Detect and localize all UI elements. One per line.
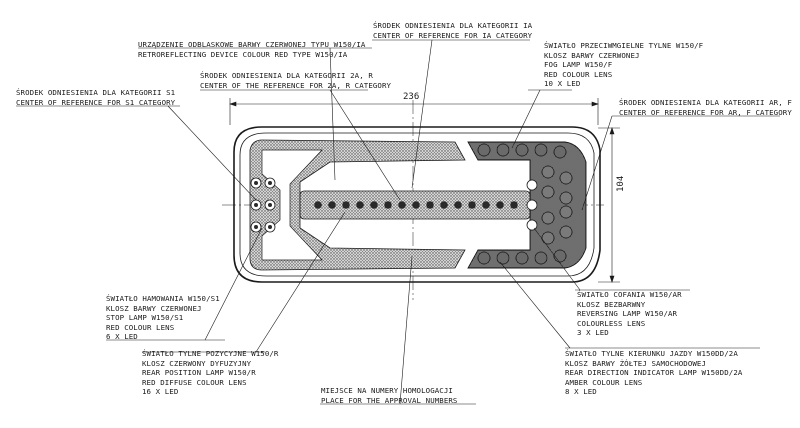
label-ar-center-pl: ŚRODEK ODNIESIENIA DLA KATEGORII AR, F <box>619 98 792 107</box>
label-retroreflector: URZĄDZENIE ODBLASKOWE BARWY CZERWONEJ TY… <box>138 40 365 59</box>
height-dimension: 104 <box>616 175 626 192</box>
label-s1-center: ŚRODEK ODNIESIENIA DLA KATEGORII S1 CENT… <box>16 88 175 107</box>
label-position-l2: KLOSZ CZERWONY DYFUZYJNY <box>142 358 252 368</box>
label-stop-l1: ŚWIATŁO HAMOWANIA W150/S1 <box>106 294 220 303</box>
label-r-center-pl: ŚRODEK ODNIESIENIA DLA KATEGORII 2a, R <box>200 71 373 80</box>
indicator-lens <box>467 141 587 269</box>
label-fog-l1: ŚWIATŁO PRZECIWMGIELNE TYLNE W150/F <box>544 41 704 50</box>
label-indicator-l3: REAR DIRECTION INDICATOR LAMP W150DD/2a <box>565 368 743 378</box>
label-stop-l5: 6 x LED <box>106 332 138 342</box>
label-indicator-lamp: ŚWIATŁO TYLNE KIERUNKU JAZDY W150DD/2a K… <box>565 349 742 397</box>
label-indicator-l2: KLOSZ BARWY ŻÓŁTEJ SAMOCHODOWEJ <box>565 358 707 368</box>
label-stop-lamp: ŚWIATŁO HAMOWANIA W150/S1 KLOSZ BARWY CZ… <box>106 294 220 342</box>
label-fog-l3: FOG LAMP W150/F <box>544 60 613 70</box>
label-ar-center-en: CENTER OF REFERENCE FOR AR, F CATEGORY <box>619 107 792 117</box>
label-s1-center-en: CENTER OF REFERENCE FOR S1 CATEGORY <box>16 97 176 107</box>
reversing-leds <box>526 179 538 231</box>
left-lens <box>249 139 466 271</box>
stop-leds <box>250 177 276 233</box>
label-reversing-lamp: ŚWIATŁO COFANIA W150/AR KLOSZ BEZBARWNY … <box>577 290 682 338</box>
label-ia-center: Środek odniesienia dla kategorii IA CENT… <box>373 21 532 40</box>
label-reverse-l2: KLOSZ BEZBARWNY <box>577 299 646 309</box>
label-r-center: ŚRODEK ODNIESIENIA DLA KATEGORII 2a, R C… <box>200 71 391 90</box>
label-r-center-en: CENTER OF THE REFERENCE FOR 2a, R CATEGO… <box>200 80 392 90</box>
leader-lines <box>16 39 780 405</box>
position-leds <box>314 201 518 209</box>
label-ia-center-en: CENTER OF REFERENCE FOR IA CATEGORY <box>373 30 533 40</box>
label-homolog-en: PLACE FOR THE APPROVAL NUMBERS <box>321 395 458 405</box>
label-position-l3: REAR POSITION LAMP W150/R <box>142 368 256 378</box>
label-reverse-l5: 3 x LED <box>577 328 609 338</box>
label-position-l4: RED DIFFUSE COLOUR LENS <box>142 377 247 387</box>
dimension-lines <box>229 98 620 283</box>
label-indicator-l4: AMBER COLOUR LENS <box>565 377 643 387</box>
label-reverse-l3: REVERSING LAMP W150/AR <box>577 309 678 319</box>
label-fog-l4: RED COLOUR LENS <box>544 69 613 79</box>
label-retro-pl: URZĄDZENIE ODBLASKOWE BARWY CZERWONEJ TY… <box>138 40 366 49</box>
label-position-l5: 16 x LED <box>142 387 179 397</box>
label-indicator-l1: ŚWIATŁO TYLNE KIERUNKU JAZDY W150DD/2a <box>565 349 738 358</box>
label-position-lamp: ŚWIATŁO TYLNE POZYCYJNE W150/R KLOSZ CZE… <box>142 349 279 397</box>
width-dimension: 236 <box>403 92 420 102</box>
label-stop-l4: RED COLOUR LENS <box>106 322 175 332</box>
label-reverse-l1: ŚWIATŁO COFANIA W150/AR <box>577 290 682 299</box>
label-s1-center-pl: ŚRODEK ODNIESIENIA DLA KATEGORII S1 <box>16 88 176 97</box>
label-stop-l3: STOP LAMP W150/S1 <box>106 313 184 323</box>
label-fog-lamp: ŚWIATŁO PRZECIWMGIELNE TYLNE W150/F KLOS… <box>544 41 703 89</box>
label-homolog-pl: MIEJSCE NA NUMERY HOMOLOGACJI <box>321 386 453 395</box>
label-homologation: MIEJSCE NA NUMERY HOMOLOGACJI PLACE FOR … <box>321 386 458 405</box>
housing-outline <box>233 126 601 283</box>
fog-leds <box>477 143 567 265</box>
label-ar-center: ŚRODEK ODNIESIENIA DLA KATEGORII AR, F C… <box>619 98 792 117</box>
indicator-leds <box>541 165 573 245</box>
label-retro-en: RETROREFLECTING DEVICE COLOUR RED TYPE W… <box>138 49 348 59</box>
label-indicator-l5: 8 x LED <box>565 387 597 397</box>
label-reverse-l4: COLOURLESS LENS <box>577 318 646 328</box>
housing-inner-outline <box>239 132 595 277</box>
label-stop-l2: KLOSZ BARWY CZERWONEJ <box>106 303 202 313</box>
label-fog-l5: 10 x LED <box>544 79 581 89</box>
label-position-l1: ŚWIATŁO TYLNE POZYCYJNE W150/R <box>142 349 279 358</box>
label-ia-center-pl: Środek odniesienia dla kategorii IA <box>373 21 533 30</box>
label-fog-l2: KLOSZ BARWY CZERWONEJ <box>544 50 640 60</box>
